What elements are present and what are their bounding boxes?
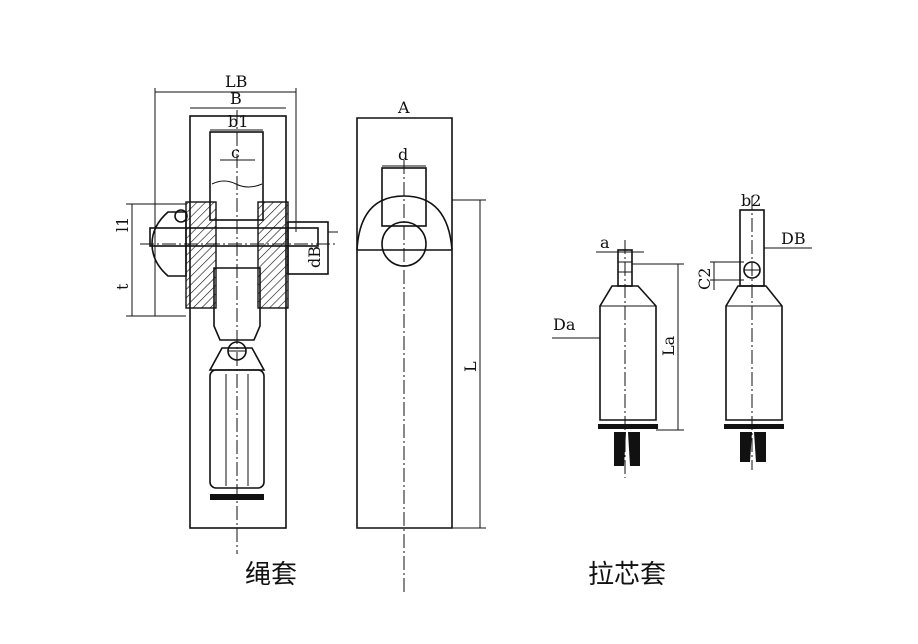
core-clamp xyxy=(598,424,658,429)
cable xyxy=(740,432,752,462)
caption-pull-core-socket: 拉芯套 xyxy=(588,560,666,590)
dim-La-label: La xyxy=(659,335,678,356)
dim-DB-label: DB xyxy=(781,229,806,248)
dim-L-label: L xyxy=(461,361,480,372)
cable xyxy=(754,432,766,462)
bushing-left xyxy=(185,201,217,309)
caption-rope-socket: 绳套 xyxy=(245,560,297,590)
dim-l1-label: l1 xyxy=(113,217,132,232)
rope-socket-front-view: LB B b1 c dB l1 t 绳套 xyxy=(113,72,338,590)
dim-b2-label: b2 xyxy=(741,191,761,210)
dim-B-label: B xyxy=(230,89,242,108)
break-line xyxy=(211,180,263,188)
core-clamp-2 xyxy=(724,424,784,429)
pin-end xyxy=(287,221,329,275)
link xyxy=(208,347,266,371)
dim-t-label: t xyxy=(113,283,132,290)
tongue xyxy=(213,267,261,341)
pin-head xyxy=(151,211,187,277)
dim-b1-label: b1 xyxy=(228,112,248,131)
pull-core-socket-view-2: b2 DB C2 xyxy=(695,191,812,470)
dim-LB-label: LB xyxy=(225,72,247,91)
cable xyxy=(614,432,626,466)
dim-dB-label: dB xyxy=(305,246,324,268)
rope-socket-side-view: A d L xyxy=(356,98,486,592)
clevis-body-outline xyxy=(189,115,287,529)
dim-a-label: a xyxy=(600,233,610,252)
dim-Da-label: Da xyxy=(553,315,576,334)
dim-C2-label: C2 xyxy=(695,268,714,290)
pull-core-socket-view-1: a Da La xyxy=(552,233,684,478)
dim-c-label: c xyxy=(231,143,240,162)
dim-d-label: d xyxy=(398,145,408,164)
dim-A-label: A xyxy=(397,98,410,117)
bushing-right xyxy=(257,201,289,309)
pin-nut xyxy=(174,209,188,223)
cable xyxy=(628,432,640,466)
pin xyxy=(149,227,319,247)
